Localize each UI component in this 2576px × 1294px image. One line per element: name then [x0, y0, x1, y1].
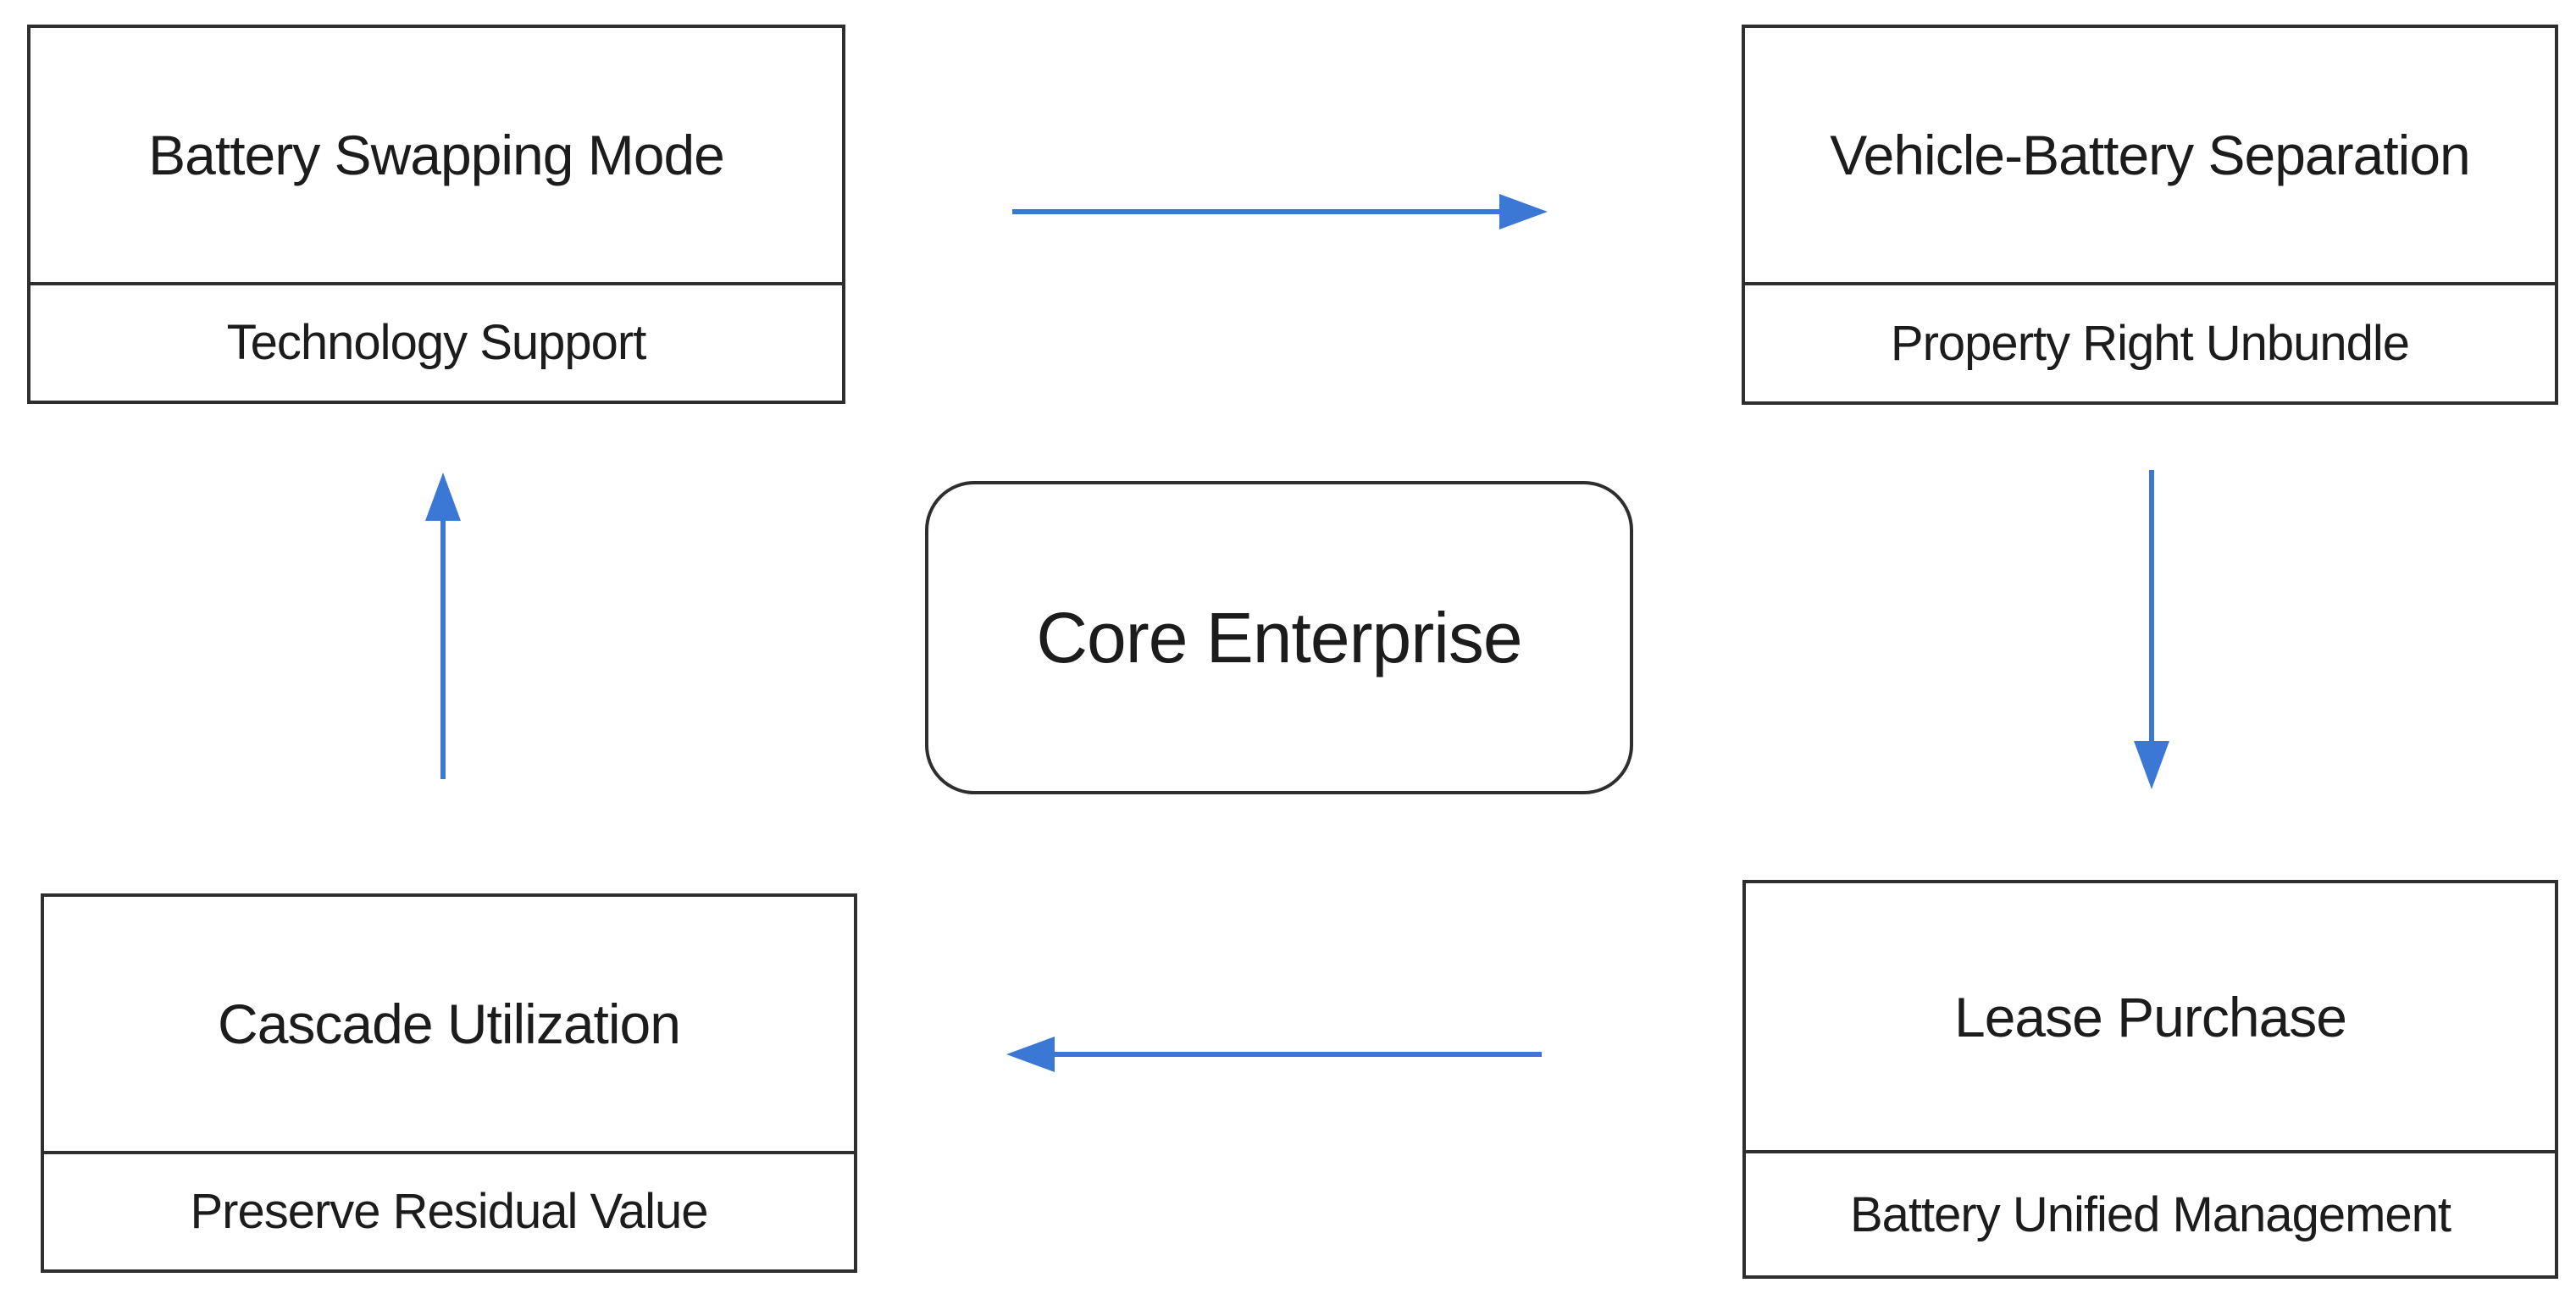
- node-subtitle-property-right-unbundle: Property Right Unbundle: [1890, 316, 2410, 372]
- node-core-enterprise: Core Enterprise: [925, 481, 1633, 794]
- node-title-vehicle-battery-separation: Vehicle-Battery Separation: [1745, 28, 2555, 286]
- node-vehicle-battery-separation: Vehicle-Battery Separation Property Righ…: [1742, 25, 2558, 405]
- node-title-battery-swapping-mode: Battery Swapping Mode: [30, 28, 842, 285]
- node-subtitle-technology-support: Technology Support: [226, 315, 647, 371]
- node-lease-purchase: Lease Purchase Battery Unified Managemen…: [1742, 880, 2558, 1279]
- arrow-left-icon: [1006, 1037, 1542, 1072]
- node-battery-swapping-mode: Battery Swapping Mode Technology Support: [27, 25, 845, 404]
- node-subtitle-battery-unified-management: Battery Unified Management: [1849, 1186, 2451, 1242]
- arrow-right-icon: [1012, 194, 1548, 229]
- center-label: Core Enterprise: [1036, 597, 1522, 677]
- node-title-cascade-utilization: Cascade Utilization: [44, 897, 854, 1154]
- arrow-up-icon: [425, 473, 461, 779]
- arrow-down-icon: [2134, 470, 2169, 789]
- node-title-lease-purchase: Lease Purchase: [1746, 883, 2555, 1154]
- node-cascade-utilization: Cascade Utilization Preserve Residual Va…: [41, 893, 857, 1273]
- node-subtitle-preserve-residual-value: Preserve Residual Value: [190, 1184, 708, 1240]
